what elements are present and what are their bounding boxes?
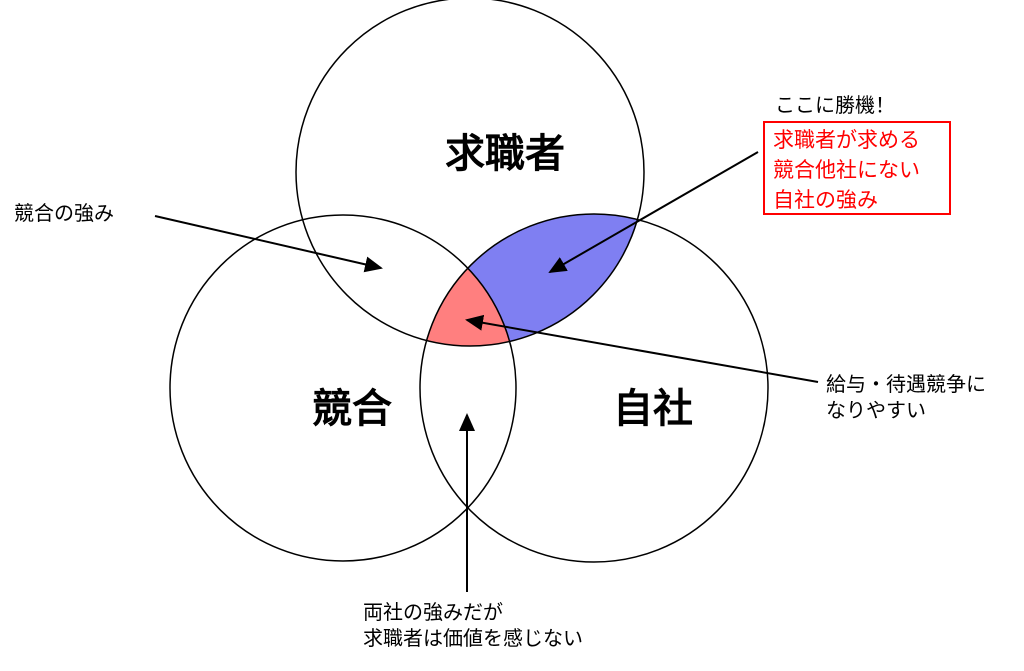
salary-line: 給与・待遇競争に (826, 372, 986, 396)
salary-text: 給与・待遇競争に なりやすい (826, 371, 986, 423)
both-line: 両社の強みだが (363, 600, 503, 624)
arrow-salary (465, 314, 819, 383)
circle-own-company (419, 213, 769, 563)
win-box: 求職者が求める 競合他社にない 自社の強み (763, 121, 951, 215)
arrow-competitor-strength (154, 215, 383, 273)
label-competitor: 競合 (312, 386, 392, 432)
win-box-line: 自社の強み (773, 188, 878, 212)
win-box-line: 求職者が求める (773, 128, 920, 152)
win-box-line: 競合他社にない (773, 158, 920, 182)
circle-jobseeker (295, 0, 645, 347)
arrow-win (548, 151, 759, 273)
both-line: 求職者は価値を感じない (363, 626, 583, 650)
win-title: ここに勝機！ (775, 93, 895, 117)
salary-line: なりやすい (826, 398, 926, 422)
competitor-strength-text: 競合の強み (14, 201, 114, 225)
label-jobseeker: 求職者 (445, 131, 565, 177)
circle-competitor (169, 214, 517, 562)
both-text: 両社の強みだが 求職者は価値を感じない (363, 599, 583, 651)
label-own-company: 自社 (613, 386, 693, 432)
